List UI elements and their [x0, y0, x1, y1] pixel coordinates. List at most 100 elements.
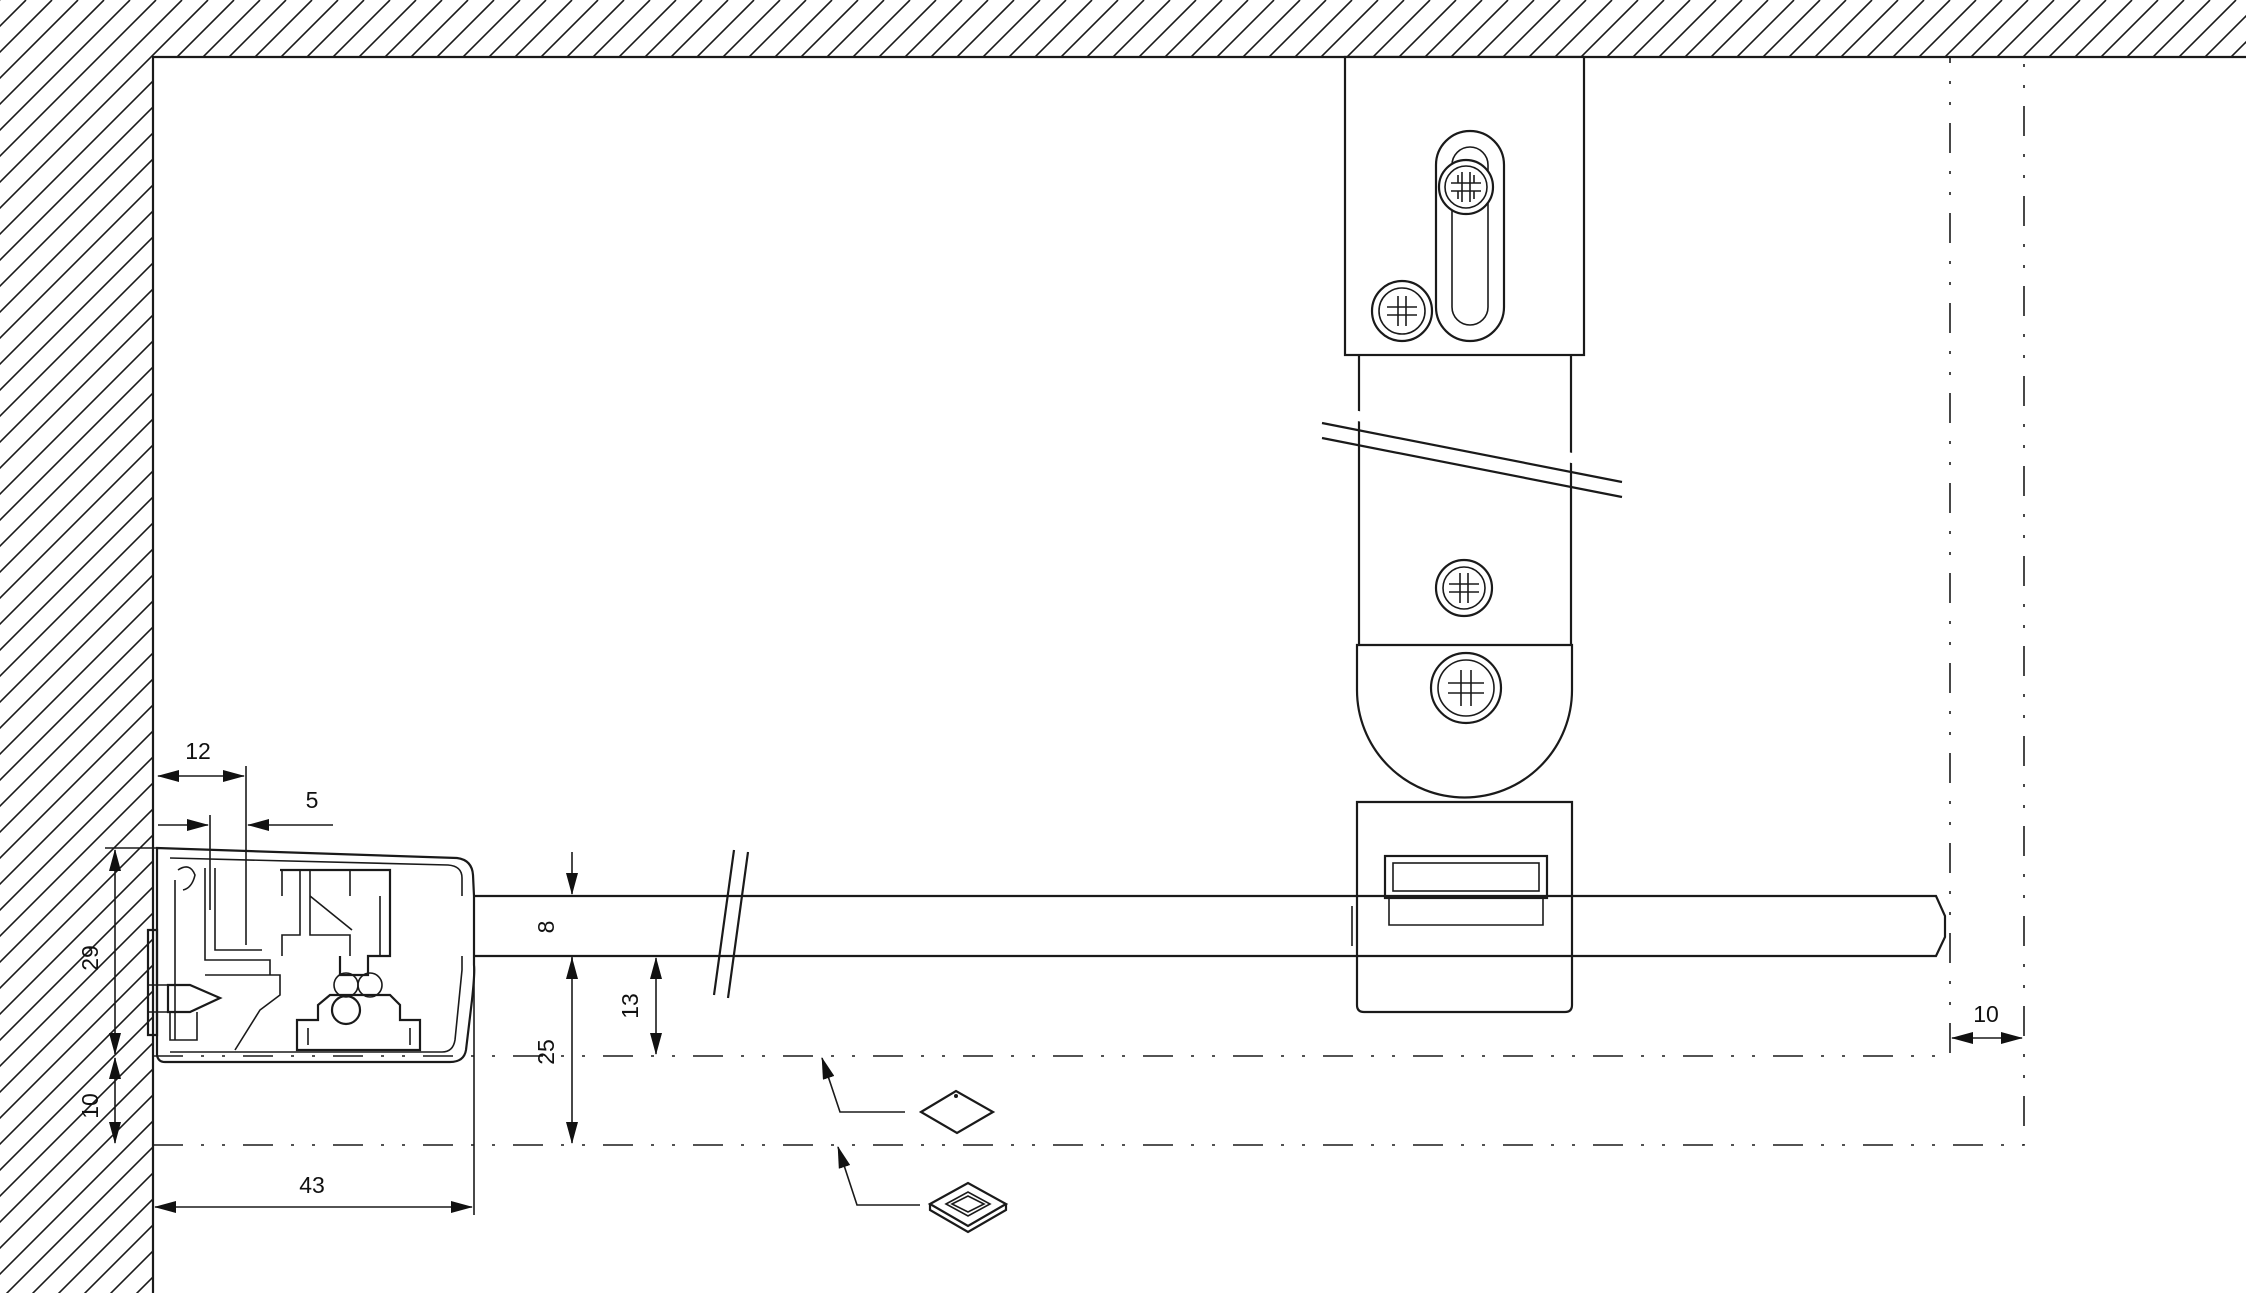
dim-text-10-left: 10	[77, 1093, 103, 1119]
hatch-line	[0, 0, 1067, 1293]
hatch-line	[1169, 0, 2246, 1293]
hatch-line	[2027, 0, 2246, 1293]
hatch-line	[233, 0, 1535, 1293]
hatch-line	[0, 0, 365, 1293]
hatch-line	[207, 0, 1509, 1293]
dim-text-10-right: 10	[1973, 1001, 1999, 1027]
hatch-line	[51, 0, 1353, 1293]
hatch-line	[0, 0, 313, 1293]
hatch-line	[2079, 0, 2246, 1293]
hatch-line	[0, 0, 1223, 1293]
screw-middle	[1434, 558, 1494, 618]
hatch-line	[961, 0, 2246, 1293]
dimension-5: 5	[158, 787, 333, 910]
hatch-line	[519, 0, 1821, 1293]
hatch-line	[77, 0, 1379, 1293]
hatch-line	[1481, 0, 2246, 1293]
dim-text-29: 29	[77, 945, 103, 971]
flatness-inside-square-symbol	[837, 1146, 1009, 1234]
hatch-line	[1819, 0, 2246, 1293]
flatness-symbol	[821, 1057, 996, 1135]
dimension-10-right: 10	[1951, 1001, 2023, 1044]
hatch-line	[25, 0, 1327, 1293]
hatch-line	[0, 0, 859, 1293]
dim-text-12: 12	[185, 738, 211, 764]
hatch-line	[2209, 0, 2246, 1293]
hatch-line	[2001, 0, 2246, 1293]
hatch-line	[1715, 0, 2246, 1293]
hatch-line	[0, 0, 417, 1293]
dimension-12: 12	[157, 738, 247, 945]
hatch-line	[0, 0, 703, 1293]
hatch-line	[2131, 0, 2246, 1293]
hatch-line	[1559, 0, 2246, 1293]
hatch-line	[1091, 0, 2246, 1293]
hatch-line	[1689, 0, 2246, 1293]
hatch-line	[155, 0, 1457, 1293]
clamp-box	[1351, 800, 1574, 1014]
hatch-line	[0, 0, 1275, 1293]
dim-text-43: 43	[299, 1172, 325, 1198]
dimension-43: 43	[154, 965, 475, 1215]
hatch-line	[0, 0, 807, 1293]
hatch-line	[0, 0, 1197, 1293]
dimension-25: 25	[533, 957, 578, 1144]
hatch-line	[2157, 0, 2246, 1293]
hatch-line	[0, 0, 1171, 1293]
hatch-line	[0, 0, 911, 1293]
hatch-line	[0, 0, 261, 1293]
hatch-line	[2105, 0, 2246, 1293]
hatch-line	[1533, 0, 2246, 1293]
hatch-line	[1507, 0, 2246, 1293]
hatch-line	[545, 0, 1847, 1293]
hatch-line	[0, 0, 833, 1293]
hatch-line	[0, 0, 339, 1293]
hatch-line	[623, 0, 1925, 1293]
hatch-line	[597, 0, 1899, 1293]
hatch-line	[1013, 0, 2246, 1293]
hatch-line	[1871, 0, 2246, 1293]
hatch-line	[675, 0, 1977, 1293]
hatch-line	[0, 0, 287, 1293]
hatch-line	[1975, 0, 2246, 1293]
hatch-line	[1663, 0, 2246, 1293]
wall-clamp-body	[146, 846, 476, 1064]
hatch-line	[1611, 0, 2246, 1293]
vertical-profile	[1321, 355, 1623, 645]
dimension-10-left: 10	[77, 1057, 121, 1144]
hatch-line	[0, 0, 391, 1293]
hatch-line	[2053, 0, 2246, 1293]
hatch-line	[103, 0, 1405, 1293]
dim-text-8: 8	[533, 921, 559, 934]
hatch-line	[129, 0, 1431, 1293]
hatch-line	[1039, 0, 2246, 1293]
hatch-line	[0, 0, 937, 1293]
dim-text-13: 13	[617, 993, 643, 1019]
hatch-line	[1793, 0, 2246, 1293]
hatch-line	[1585, 0, 2246, 1293]
hatch-line	[1949, 0, 2246, 1293]
dimension-13: 13	[617, 957, 662, 1055]
hatch-line	[0, 0, 729, 1293]
hatch-line	[0, 0, 1093, 1293]
screw-slot	[1437, 158, 1495, 216]
hatch-line	[987, 0, 2246, 1293]
hatch-line	[0, 0, 1249, 1293]
hatch-line	[1065, 0, 2246, 1293]
hatch-line	[1741, 0, 2246, 1293]
hatch-line	[0, 0, 495, 1293]
hatch-line	[2235, 0, 2246, 1293]
hatch-line	[571, 0, 1873, 1293]
dimension-29: 29	[77, 847, 157, 1055]
dim-text-5: 5	[306, 787, 319, 813]
hatch-line	[1117, 0, 2246, 1293]
hatch-line	[935, 0, 2237, 1293]
hatch-line	[0, 0, 209, 1293]
hatch-line	[2183, 0, 2246, 1293]
reference-lines	[153, 57, 2025, 1146]
hatch-line	[649, 0, 1951, 1293]
dimension-8: 8	[533, 852, 578, 960]
hatch-line	[0, 0, 1301, 1293]
hatch-line	[0, 0, 235, 1293]
